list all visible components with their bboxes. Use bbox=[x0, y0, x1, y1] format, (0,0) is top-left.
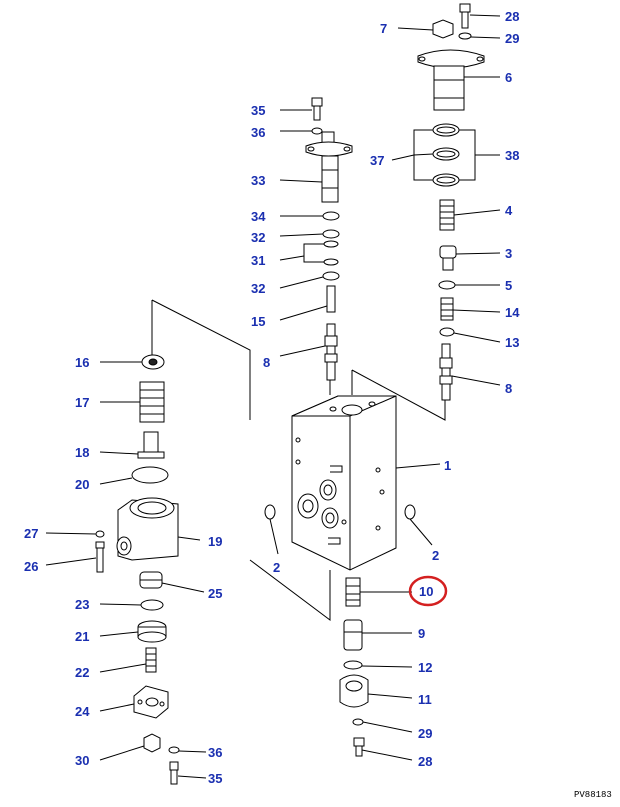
label-part-36-center[interactable]: 36 bbox=[251, 125, 265, 140]
label-part-12[interactable]: 12 bbox=[418, 660, 432, 675]
bottom-center-column bbox=[339, 577, 413, 761]
label-part-6[interactable]: 6 bbox=[505, 70, 512, 85]
label-part-20[interactable]: 20 bbox=[75, 477, 89, 492]
part-11-cover bbox=[339, 674, 413, 708]
label-part-24[interactable]: 24 bbox=[75, 704, 90, 719]
label-part-11[interactable]: 11 bbox=[418, 692, 432, 707]
label-part-34[interactable]: 34 bbox=[251, 209, 266, 224]
part-6-piston-cover bbox=[417, 49, 500, 111]
part-29-washer-bottom bbox=[352, 718, 413, 733]
label-part-2-left[interactable]: 2 bbox=[273, 560, 280, 575]
part-19-cylinder-block bbox=[116, 497, 201, 561]
label-part-15[interactable]: 15 bbox=[251, 314, 265, 329]
part-35-bolt-bottom bbox=[169, 761, 207, 785]
right-top-column bbox=[391, 3, 501, 401]
part-38-seals bbox=[391, 123, 500, 187]
part-30-nut bbox=[99, 733, 161, 761]
part-17-spring bbox=[100, 381, 165, 423]
part-18-piston bbox=[99, 431, 165, 459]
part-8-spool-right bbox=[439, 343, 501, 401]
part-16-seal bbox=[100, 354, 165, 370]
part-24-cover bbox=[99, 685, 169, 719]
part-5-ring bbox=[438, 280, 500, 290]
part-number-labels: 28 7 29 6 35 36 37 38 33 4 34 32 3 31 5 … bbox=[24, 9, 520, 786]
label-part-5[interactable]: 5 bbox=[505, 278, 512, 293]
label-part-25[interactable]: 25 bbox=[208, 586, 222, 601]
label-part-32-upper[interactable]: 32 bbox=[251, 230, 265, 245]
part-13-washer bbox=[439, 327, 501, 343]
label-part-28-bottom[interactable]: 28 bbox=[418, 754, 432, 769]
label-part-33[interactable]: 33 bbox=[251, 173, 265, 188]
part-23-ring bbox=[99, 599, 164, 611]
label-part-27[interactable]: 27 bbox=[24, 526, 38, 541]
part-4-spring bbox=[439, 199, 501, 231]
label-part-26[interactable]: 26 bbox=[24, 559, 38, 574]
left-column bbox=[45, 354, 207, 785]
part-26-bolt bbox=[45, 541, 105, 573]
part-8-spool-center bbox=[279, 323, 338, 381]
label-part-30[interactable]: 30 bbox=[75, 753, 89, 768]
label-part-35-bottom[interactable]: 35 bbox=[208, 771, 222, 786]
center-top-column bbox=[279, 97, 353, 381]
label-part-16[interactable]: 16 bbox=[75, 355, 89, 370]
part-28-bolt-top bbox=[459, 3, 501, 29]
label-part-2-right[interactable]: 2 bbox=[432, 548, 439, 563]
drawing-code: PV88183 bbox=[574, 790, 612, 800]
part-15-spring-stem bbox=[279, 285, 336, 321]
label-part-3[interactable]: 3 bbox=[505, 246, 512, 261]
part-27-washer bbox=[45, 530, 105, 538]
label-part-22[interactable]: 22 bbox=[75, 665, 89, 680]
label-part-10[interactable]: 10 bbox=[419, 584, 433, 599]
part-20-ring bbox=[99, 466, 169, 485]
part-32-ring-upper bbox=[279, 229, 340, 239]
part-32-ring-lower bbox=[279, 271, 340, 289]
part-34-ring bbox=[280, 211, 340, 221]
label-part-14[interactable]: 14 bbox=[505, 305, 520, 320]
part-31-rings bbox=[279, 240, 339, 266]
part-33-piston-center bbox=[279, 131, 353, 203]
label-part-18[interactable]: 18 bbox=[75, 445, 89, 460]
assembly-guide-lines bbox=[151, 299, 446, 621]
label-part-8-right[interactable]: 8 bbox=[505, 381, 512, 396]
part-36-washer-center bbox=[280, 127, 323, 135]
highlight-circle-part-10 bbox=[408, 575, 448, 607]
label-part-9[interactable]: 9 bbox=[418, 626, 425, 641]
label-part-7[interactable]: 7 bbox=[380, 21, 387, 36]
part-14-spring bbox=[440, 297, 501, 321]
part-3-plug bbox=[439, 245, 501, 271]
part-2-plug-right bbox=[404, 504, 433, 546]
part-10-spring bbox=[345, 577, 412, 607]
label-part-1[interactable]: 1 bbox=[444, 458, 451, 473]
part-35-bolt-center bbox=[280, 97, 323, 121]
part-25-plug bbox=[139, 571, 205, 593]
label-part-37[interactable]: 37 bbox=[370, 153, 384, 168]
part-28-bolt-bottom bbox=[353, 737, 413, 761]
label-part-17[interactable]: 17 bbox=[75, 395, 89, 410]
label-part-36-bottom[interactable]: 36 bbox=[208, 745, 222, 760]
part-29-washer-top bbox=[458, 32, 501, 40]
part-21-cap bbox=[99, 620, 167, 643]
part-12-ring bbox=[343, 660, 413, 670]
label-part-21[interactable]: 21 bbox=[75, 629, 89, 644]
label-part-4[interactable]: 4 bbox=[505, 203, 513, 218]
label-part-38[interactable]: 38 bbox=[505, 148, 519, 163]
label-part-8-center[interactable]: 8 bbox=[263, 355, 270, 370]
label-part-19[interactable]: 19 bbox=[208, 534, 222, 549]
label-part-23[interactable]: 23 bbox=[75, 597, 89, 612]
part-9-plug bbox=[343, 619, 412, 651]
label-part-31[interactable]: 31 bbox=[251, 253, 265, 268]
label-part-28-top[interactable]: 28 bbox=[505, 9, 519, 24]
part-2-plug-left bbox=[264, 504, 279, 555]
part-22-spring bbox=[99, 647, 157, 673]
part-36-washer-bottom bbox=[168, 746, 207, 754]
part-1-valve-body bbox=[291, 395, 441, 571]
label-part-29-top[interactable]: 29 bbox=[505, 31, 519, 46]
label-part-32-lower[interactable]: 32 bbox=[251, 281, 265, 296]
label-part-13[interactable]: 13 bbox=[505, 335, 519, 350]
label-part-35-center[interactable]: 35 bbox=[251, 103, 265, 118]
label-part-29-bottom[interactable]: 29 bbox=[418, 726, 432, 741]
part-7-nut bbox=[397, 19, 454, 39]
